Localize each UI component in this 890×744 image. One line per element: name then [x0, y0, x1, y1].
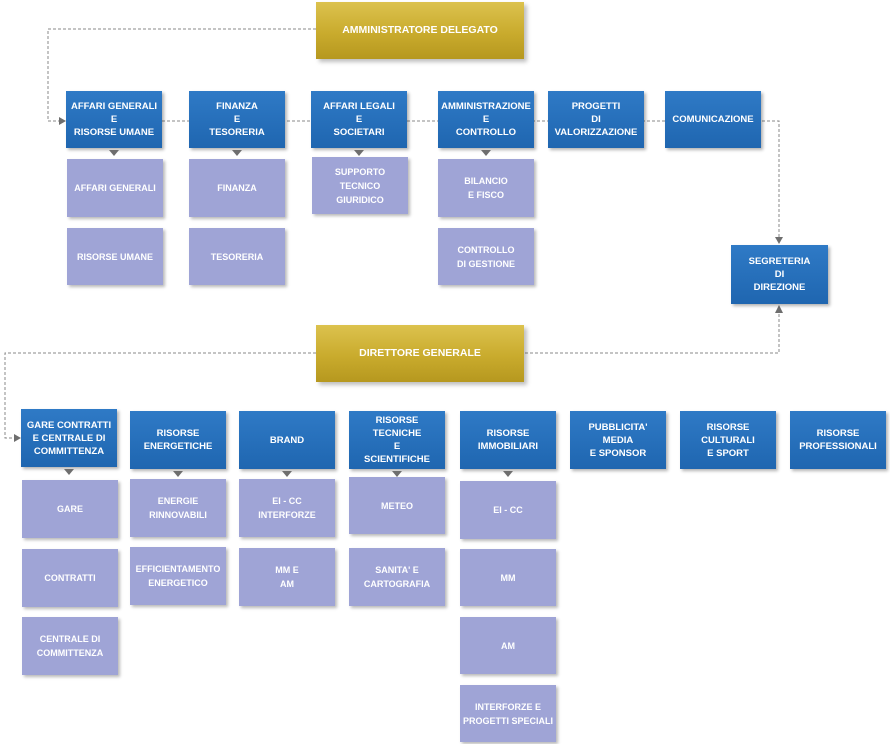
subunit-label: EI - CC INTERFORZE: [258, 496, 316, 520]
department-affari-generali-risorse-umane: AFFARI GENERALI E RISORSE UMANE: [66, 91, 162, 148]
subunit-gare: GARE: [22, 480, 118, 538]
subunit-label: ENERGIE RINNOVABILI: [149, 496, 207, 520]
subunit-ei-cc-interforze: EI - CC INTERFORZE: [239, 479, 335, 537]
department-label: PROGETTI DI VALORIZZAZIONE: [554, 101, 638, 138]
department-label: FINANZA E TESORERIA: [209, 101, 265, 138]
subunit-label: AFFARI GENERALI: [74, 183, 156, 193]
connector-dg-segreteria: [525, 312, 780, 354]
down-arrow-icon: [354, 150, 364, 156]
subunit-label: CONTRATTI: [44, 573, 96, 583]
department-label: RISORSE CULTURALI E SPORT: [701, 421, 755, 459]
department-risorse-energetiche: RISORSE ENERGETICHE: [130, 411, 226, 469]
department-affari-legali-societari: AFFARI LEGALI E SOCIETARI: [311, 91, 407, 148]
subunit-centrale-di-committenza: CENTRALE DI COMMITTENZA: [22, 617, 118, 675]
department-label: RISORSE TECNICHE E SCIENTIFICHE: [364, 415, 430, 465]
amministratore-delegato-box: AMMINISTRATORE DELEGATO: [316, 2, 524, 59]
segreteria-di-direzione-label: SEGRETERIA DI DIREZIONE: [748, 256, 811, 293]
department-label: BRAND: [269, 434, 305, 446]
department-label: RISORSE ENERGETICHE: [143, 428, 213, 452]
department-comunicazione: COMUNICAZIONE: [665, 91, 761, 148]
department-pubblicita-media-sponsor: PUBBLICITA' MEDIA E SPONSOR: [570, 411, 666, 469]
down-arrow-icon: [109, 150, 119, 156]
department-risorse-immobiliari: RISORSE IMMOBILIARI: [460, 411, 556, 469]
subunit-label: FINANZA: [217, 183, 257, 193]
down-arrow-icon: [64, 469, 74, 475]
down-arrow-icon: [481, 150, 491, 156]
department-amministrazione-controllo: AMMINISTRAZIONE E CONTROLLO: [438, 91, 534, 148]
direttore-generale-box: DIRETTORE GENERALE: [316, 325, 524, 382]
department-label: AFFARI GENERALI E RISORSE UMANE: [70, 101, 158, 138]
subunit-risorse-umane: RISORSE UMANE: [67, 228, 163, 285]
subunit-supporto-tecnico-giuridico: SUPPORTO TECNICO GIURIDICO: [312, 157, 408, 214]
subunit-label: MM E AM: [275, 565, 299, 589]
subunit-label: MM: [500, 572, 516, 583]
down-arrow-icon: [232, 150, 242, 156]
down-arrow-icon: [503, 471, 513, 477]
subunit-energie-rinnovabili: ENERGIE RINNOVABILI: [130, 479, 226, 537]
subunit-controllo-di-gestione: CONTROLLO DI GESTIONE: [438, 228, 534, 285]
department-progetti-di-valorizzazione: PROGETTI DI VALORIZZAZIONE: [548, 91, 644, 148]
department-label: GARE CONTRATTI E CENTRALE DI COMMITTENZA: [26, 419, 112, 457]
arrowhead-gare: [14, 434, 21, 442]
department-label: RISORSE IMMOBILIARI: [477, 428, 539, 452]
down-arrow-icon: [392, 471, 402, 477]
down-arrow-icon: [282, 471, 292, 477]
department-label: PUBBLICITA' MEDIA E SPONSOR: [588, 421, 648, 459]
subunit-label: AM: [501, 640, 515, 651]
subunit-tesoreria: TESORERIA: [189, 228, 285, 285]
subunit-am: AM: [460, 617, 556, 674]
subunit-label: EI - CC: [493, 505, 523, 515]
subunit-label: TESORERIA: [210, 251, 264, 262]
arrowhead-segreteria-bottom: [775, 305, 783, 313]
department-label: AMMINISTRAZIONE E CONTROLLO: [441, 101, 531, 138]
department-finanza-tesoreria: FINANZA E TESORERIA: [189, 91, 285, 148]
subunit-label: SANITA' E CARTOGRAFIA: [363, 565, 431, 589]
department-risorse-professionali: RISORSE PROFESSIONALI: [790, 411, 886, 469]
subunit-mm-e-am: MM E AM: [239, 548, 335, 606]
subunit-label: RISORSE UMANE: [76, 251, 153, 262]
subunit-label: SUPPORTO TECNICO GIURIDICO: [334, 166, 386, 205]
amministratore-delegato-label: AMMINISTRATORE DELEGATO: [342, 24, 498, 36]
department-label: COMUNICAZIONE: [672, 114, 754, 125]
department-risorse-culturali-sport: RISORSE CULTURALI E SPORT: [680, 411, 776, 469]
subunit-bilancio-e-fisco: BILANCIO E FISCO: [438, 159, 534, 217]
down-arrow-icon: [173, 471, 183, 477]
subunit-label: INTERFORZE E PROGETTI SPECIALI: [462, 701, 553, 726]
subunit-label: GARE: [56, 504, 83, 514]
department-label: RISORSE PROFESSIONALI: [799, 428, 877, 452]
department-risorse-tecniche-scientifiche: RISORSE TECNICHE E SCIENTIFICHE: [349, 411, 445, 469]
arrowhead-segreteria-top: [775, 237, 783, 244]
connector-comunicazione-segreteria: [762, 120, 780, 238]
subunit-label: EFFICIENTAMENTO ENERGETICO: [135, 564, 221, 588]
department-brand: BRAND: [239, 411, 335, 469]
subunit-mm: MM: [460, 549, 556, 606]
segreteria-di-direzione-box: SEGRETERIA DI DIREZIONE: [731, 245, 828, 304]
subunit-ei-cc: EI - CC: [460, 481, 556, 539]
subunit-label: METEO: [380, 500, 413, 511]
subunit-contratti: CONTRATTI: [22, 549, 118, 607]
department-label: AFFARI LEGALI E SOCIETARI: [323, 101, 395, 138]
subunit-interforze-e-progetti-speciali: INTERFORZE E PROGETTI SPECIALI: [460, 685, 556, 742]
subunit-sanita-e-cartografia: SANITA' E CARTOGRAFIA: [349, 548, 445, 606]
department-gare-contratti-centrale-committenza: GARE CONTRATTI E CENTRALE DI COMMITTENZA: [21, 409, 117, 467]
subunit-label: CONTROLLO DI GESTIONE: [456, 244, 515, 269]
subunit-efficientamento-energetico: EFFICIENTAMENTO ENERGETICO: [130, 547, 226, 605]
direttore-generale-label: DIRETTORE GENERALE: [359, 347, 481, 359]
arrowhead-affari-generali: [59, 117, 66, 125]
subunit-finanza: FINANZA: [189, 159, 285, 217]
subunit-meteo: METEO: [349, 477, 445, 534]
subunit-affari-generali: AFFARI GENERALI: [67, 159, 163, 217]
subunit-label: BILANCIO E FISCO: [464, 176, 508, 200]
subunit-label: CENTRALE DI COMMITTENZA: [36, 634, 104, 658]
